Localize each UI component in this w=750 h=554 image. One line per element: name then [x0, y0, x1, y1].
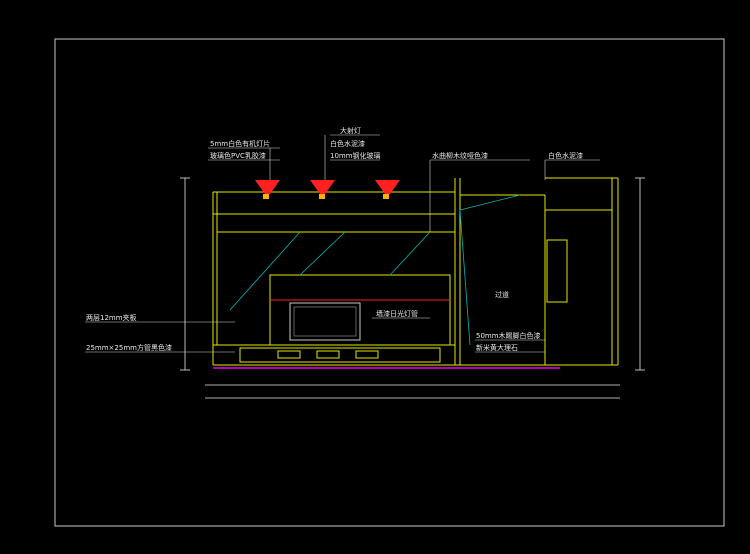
annotations: 5mm白色有机灯片 玻璃色PVC乳胶漆 大射灯 白色水泥漆 10mm钢化玻璃 水… [86, 126, 583, 352]
label-tempered-glass: 10mm钢化玻璃 [330, 151, 381, 160]
label-frosted-glass: 玻璃色PVC乳胶漆 [210, 151, 266, 160]
label-white-cement: 白色水泥漆 [330, 139, 365, 148]
label-passage: 过道 [495, 290, 509, 299]
drawing-frame [54, 38, 725, 527]
ceiling-light [255, 180, 400, 199]
label-marble: 新米黄大理石 [476, 343, 518, 352]
leader-lines [85, 134, 600, 353]
label-white-cement-right: 白色水泥漆 [548, 151, 583, 160]
label-downlight: 大射灯 [340, 126, 361, 135]
label-tv-wall-light: 墙漆日光灯管 [376, 309, 418, 318]
label-wood-veneer: 水曲柳木纹哑色漆 [432, 151, 488, 160]
glass-reflection [229, 194, 521, 346]
label-double-board: 两层12mm夹板 [86, 313, 137, 322]
label-ceiling-light-panel: 5mm白色有机灯片 [210, 139, 270, 148]
dimension-lines [180, 177, 645, 399]
tv-screen [289, 302, 361, 341]
elevation [212, 177, 619, 366]
label-square-pipe: 25mm×25mm方管黑色漆 [86, 343, 172, 352]
label-baseboard: 50mm木踢脚白色漆 [476, 331, 541, 340]
